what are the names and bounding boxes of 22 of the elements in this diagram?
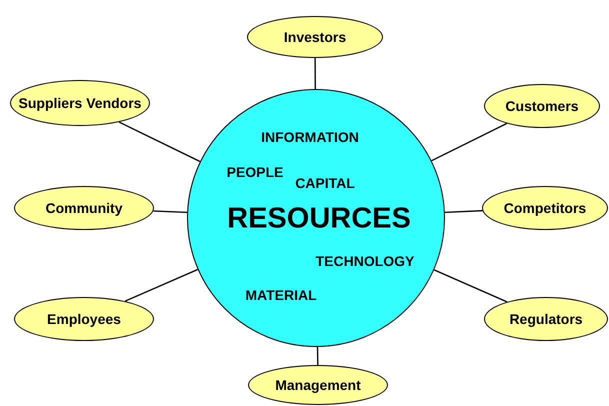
stakeholder-label: Suppliers Vendors [18,94,142,112]
resource-label: PEOPLE [226,164,284,180]
stakeholder-label: Regulators [509,310,583,328]
resource-label: MATERIAL [245,287,317,303]
stakeholder-label: Community [46,200,122,216]
connector-line [444,210,483,214]
resource-label: TECHNOLOGY [316,253,414,269]
resource-label: INFORMATION [261,129,359,145]
stakeholder-label: Employees [47,310,121,328]
stakeholder-label: Competitors [504,200,586,216]
stakeholder-label: Management [275,376,361,394]
connector-line [314,58,316,89]
connector-line [316,346,318,366]
stakeholder-label: Customers [505,98,579,114]
stakeholder-label: Investors [284,28,346,46]
connector-line [124,268,198,302]
connector-line [434,269,508,302]
connector-line [153,210,188,214]
connector-line [431,122,507,162]
center-title: RESOURCES [227,202,411,236]
connector-line [118,122,200,162]
resource-label: CAPITAL [295,175,355,191]
